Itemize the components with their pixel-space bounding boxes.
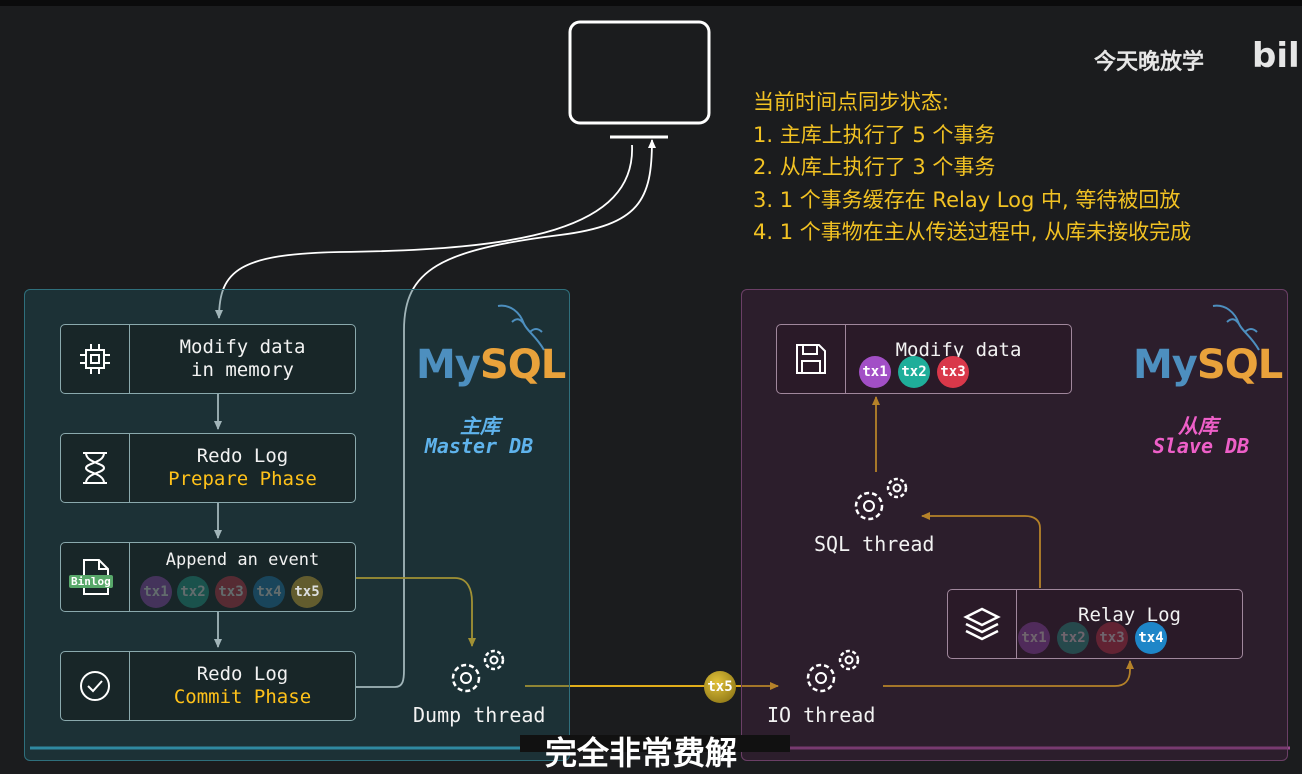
check-circle-icon [61,652,130,720]
step-label: in memory [191,359,294,381]
step-label: Append an event [165,550,320,570]
status-item: 4. 1 个事物在主从传送过程中, 从库未接收完成 [753,220,1192,244]
binlog-file-icon: Binlog [61,543,130,611]
redo-commit-box: Redo Log Commit Phase [60,651,356,721]
master-name-cn: 主库 [460,414,500,438]
step-phase: Commit Phase [173,686,312,708]
tx-ball: tx1 [1018,622,1050,654]
hourglass-icon [61,434,130,502]
subtitle: 完全非常费解 [545,734,738,772]
relay-log-box: Relay Log [947,589,1243,659]
tx-ball: tx4 [1135,622,1167,654]
binlog-badge: Binlog [69,575,113,588]
step-label: Redo Log [196,445,289,467]
step-phase: Prepare Phase [168,468,317,490]
tx-ball: tx2 [177,576,209,608]
sql-thread-label: SQL thread [814,532,935,556]
arrow-commit-to-client [356,139,656,688]
gears-icon [854,477,908,521]
io-thread-label: IO thread [767,703,876,727]
tx-ball: tx3 [215,576,247,608]
subtitle-backdrop [520,735,790,752]
arrow-binlog-to-dump [356,577,476,647]
tx-ball: tx3 [937,356,969,388]
tx-ball: tx1 [859,356,891,388]
step-label: Modify data [895,339,1022,361]
tx-ball: tx5 [291,576,323,608]
tx-ball: tx2 [1057,622,1089,654]
tx-ball: tx4 [253,576,285,608]
slave-name-cn: 从库 [1178,414,1218,438]
gears-icon [806,649,860,693]
diagram-connectors [30,20,1290,750]
step-label: Modify data [179,336,306,358]
redo-prepare-box: Redo Log Prepare Phase [60,433,356,503]
top-edge [0,0,1302,6]
status-item: 1. 主库上执行了 5 个事务 [753,122,996,147]
dolphin-icon [497,304,545,351]
save-icon [777,325,846,393]
bilibili-logo: bili [1252,36,1302,76]
arrow-relay-to-sql [921,512,1041,588]
arrow-io-to-relay [883,660,1134,687]
slave-name-en: Slave DB [1152,434,1250,458]
tx-ball: tx1 [140,576,172,608]
monitor-icon [568,20,711,139]
status-item: 3. 1 个事务缓存在 Relay Log 中, 等待被回放 [753,187,1181,212]
modify-memory-box: Modify data in memory [60,324,356,394]
watermark-text: 今天晚放学 [1094,50,1205,75]
tx-ball: tx2 [898,356,930,388]
arrow-client-to-modify [215,144,633,319]
sync-status: 当前时间点同步状态: 1. 主库上执行了 5 个事务 2. 从库上执行了 3 个… [753,86,1191,249]
cpu-icon [61,325,130,393]
gears-icon [451,649,505,693]
tx-ball: tx3 [1096,622,1128,654]
mysql-logo: MySQL [416,342,566,388]
status-item: 2. 从库上执行了 3 个事务 [753,155,996,179]
master-name-en: Master DB [424,434,534,458]
step-label: Redo Log [196,663,289,685]
step-label: Relay Log [1078,604,1181,626]
dolphin-icon [1212,304,1260,351]
mysql-logo: MySQL [1133,342,1283,388]
status-title: 当前时间点同步状态: [753,90,950,114]
layers-icon [948,590,1017,658]
dump-thread-label: Dump thread [413,703,546,727]
tx-in-transit: tx5 [704,671,736,703]
